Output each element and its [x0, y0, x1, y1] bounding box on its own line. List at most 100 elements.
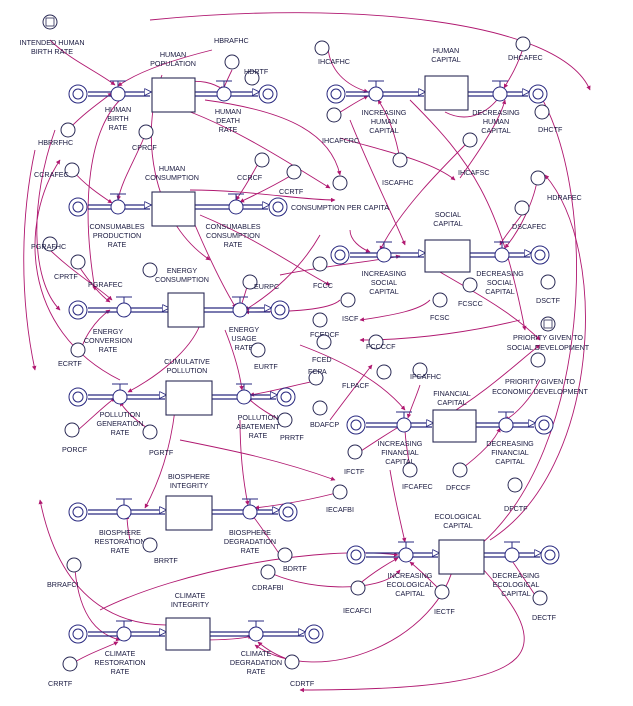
flow-biosphere-restoration-rate: BIOSPHERE RESTORATION RATE [94, 528, 145, 555]
cloud-icon [540, 545, 560, 565]
valve-pollution-abatement-rate [236, 383, 252, 405]
svg-text:CDRAFBI: CDRAFBI [252, 583, 284, 592]
flow-increasing-ecological-capital: INCREASING ECOLOGICAL CAPITAL [387, 571, 434, 598]
svg-text:IECAFCI: IECAFCI [343, 606, 371, 615]
svg-text:PGRTF: PGRTF [149, 448, 174, 457]
svg-text:IFCTF: IFCTF [344, 467, 365, 476]
flow-biosphere-degradation-rate: BIOSPHERE DEGRADATION RATE [224, 528, 276, 555]
svg-text:BRRTF: BRRTF [154, 556, 178, 565]
valve-human-birth-rate [110, 80, 126, 102]
valve-increasing-financial-capital [396, 411, 412, 433]
converter-pgrafhc: PGRAFHC [31, 236, 66, 252]
flow-energy-usage-rate: ENERGY USAGE RATE [229, 325, 260, 352]
valve-consumables-consumption-rate [228, 193, 244, 215]
converter-dscafec: DSCAFEC [512, 200, 546, 231]
svg-text:CAPITAL: CAPITAL [485, 287, 514, 296]
valve-decreasing-human-capital [492, 80, 508, 102]
svg-text:BIOSPHERE: BIOSPHERE [168, 472, 210, 481]
valve-decreasing-ecological-capital [504, 541, 520, 563]
flow-human-death-rate: HUMAN DEATH RATE [215, 107, 241, 134]
svg-text:CLIMATE: CLIMATE [175, 591, 206, 600]
flow-valves [110, 80, 520, 642]
converter-bdafcp: BDAFCP [310, 400, 339, 429]
svg-text:RESTORATION: RESTORATION [94, 658, 145, 667]
cloud-icon [68, 387, 88, 407]
svg-text:CPRCF: CPRCF [132, 143, 157, 152]
svg-text:CONSUMPTION: CONSUMPTION [155, 275, 209, 284]
flow-decreasing-ecological-capital: DECREASING ECOLOGICAL CAPITAL [492, 571, 540, 598]
svg-text:PGRAFHC: PGRAFHC [31, 242, 66, 251]
flow-decreasing-social-capital: DECREASING SOCIAL CAPITAL [476, 269, 524, 296]
svg-text:FINANCIAL: FINANCIAL [433, 389, 471, 398]
converter-ifctf: IFCTF [344, 444, 365, 476]
svg-text:CONSUMPTION: CONSUMPTION [206, 231, 260, 240]
flow-pollution-generation-rate: POLLUTION GENERATION RATE [97, 410, 144, 437]
stock-human-capital: HUMAN CAPITAL [424, 46, 469, 111]
input-priority-economic: PRIORITY GIVEN TO ECONOMIC DEVELOPMENT [492, 352, 589, 396]
svg-text:DECREASING: DECREASING [486, 439, 534, 448]
svg-text:CLIMATE: CLIMATE [241, 649, 272, 658]
flow-climate-degradation-rate: CLIMATE DEGRADATION RATE [230, 649, 282, 676]
svg-text:DFCTF: DFCTF [504, 504, 528, 513]
cloud-icon [268, 197, 288, 217]
cloud-icon [68, 84, 88, 104]
converter-iecafci: IECAFCI [343, 580, 371, 615]
svg-text:FCPA: FCPA [308, 367, 327, 376]
svg-text:SOCIAL: SOCIAL [435, 210, 461, 219]
converter-ccrcf: CCRCF [237, 152, 270, 182]
svg-text:POPULATION: POPULATION [150, 59, 196, 68]
svg-text:RATE: RATE [235, 343, 254, 352]
svg-text:FCSCC: FCSCC [458, 299, 483, 308]
cloud-icon [258, 84, 278, 104]
valve-climate-degradation-rate [248, 620, 264, 642]
svg-text:PRIORITY GIVEN TO: PRIORITY GIVEN TO [505, 377, 575, 386]
svg-text:INCREASING: INCREASING [362, 108, 407, 117]
svg-text:RATE: RATE [111, 667, 130, 676]
svg-text:FINANCIAL: FINANCIAL [491, 448, 529, 457]
converter-brrafci: BRRAFCI [47, 557, 82, 589]
valve-increasing-human-capital [368, 80, 384, 102]
svg-text:CONSUMABLES: CONSUMABLES [205, 222, 260, 231]
svg-text:RATE: RATE [247, 667, 266, 676]
converter-iectf: IECTF [434, 584, 455, 616]
input-priority-social: PRIORITY GIVEN TO SOCIAL DEVELOPMENT [507, 316, 590, 352]
svg-text:POLLUTION: POLLUTION [238, 413, 279, 422]
svg-text:RATE: RATE [241, 546, 260, 555]
svg-text:DECREASING: DECREASING [476, 269, 524, 278]
svg-text:BRRAFCI: BRRAFCI [47, 580, 79, 589]
svg-text:ECOLOGICAL: ECOLOGICAL [435, 512, 482, 521]
svg-text:BDRTF: BDRTF [283, 564, 307, 573]
svg-text:DEGRADATION: DEGRADATION [230, 658, 282, 667]
svg-text:USAGE: USAGE [231, 334, 256, 343]
converter-cprtf: CPRTF [54, 254, 86, 281]
converter-ccrafec: CCRAFEC [34, 162, 80, 179]
svg-text:CAPITAL: CAPITAL [369, 126, 398, 135]
svg-text:GENERATION: GENERATION [97, 419, 144, 428]
valve-human-death-rate [216, 80, 232, 102]
converter-dfccf: DFCCF [446, 462, 471, 492]
svg-text:DEATH: DEATH [216, 116, 240, 125]
svg-text:FCCC: FCCC [313, 281, 333, 290]
svg-text:CONSUMABLES: CONSUMABLES [89, 222, 144, 231]
svg-text:RATE: RATE [249, 431, 268, 440]
svg-text:HUMAN: HUMAN [160, 50, 186, 59]
svg-text:ECOLOGICAL: ECOLOGICAL [493, 580, 540, 589]
cloud-icon [68, 197, 88, 217]
converter-cdrafbi: CDRAFBI [252, 564, 284, 592]
valve-biosphere-restoration-rate [116, 498, 132, 520]
svg-text:HUMAN: HUMAN [215, 107, 241, 116]
valve-consumables-production-rate [110, 193, 126, 215]
stock-human-population: HUMAN POPULATION [150, 50, 196, 113]
svg-text:CPRTF: CPRTF [54, 272, 78, 281]
flow-climate-restoration-rate: CLIMATE RESTORATION RATE [94, 649, 145, 676]
source-sink-clouds [68, 84, 560, 644]
converter-ecrtf: ECRTF [58, 342, 86, 368]
converter-flpacf: FLPACF [342, 364, 392, 390]
converter-fcedcf: FCEDCF [310, 312, 340, 339]
svg-text:DECREASING: DECREASING [492, 571, 540, 580]
stock-biosphere-integrity: BIOSPHERE INTEGRITY [165, 472, 213, 531]
converter-fcscc: FCSCC [458, 277, 483, 308]
input-intended-human-birth-rate: INTENDED HUMAN BIRTH RATE [19, 14, 85, 56]
valve-increasing-social-capital [376, 241, 392, 263]
svg-text:IECTF: IECTF [434, 607, 455, 616]
